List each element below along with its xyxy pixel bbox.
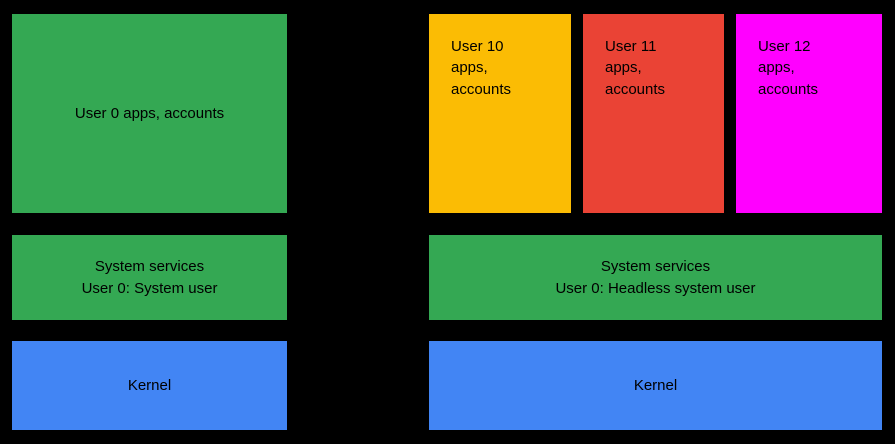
right-user10-apps-label: User 10 apps, accounts — [451, 38, 512, 98]
left-kernel-label: Kernel — [127, 376, 172, 394]
right-system-services-box: System services User 0: Headless system … — [429, 235, 882, 320]
right-kernel-label: Kernel — [633, 376, 678, 394]
right-user10-apps-box: User 10 apps, accounts — [429, 14, 571, 213]
left-user0-apps-label: User 0 apps, accounts — [74, 104, 225, 122]
right-user12-apps-box: User 12 apps, accounts — [736, 14, 882, 213]
right-system-services-label: System services User 0: Headless system … — [555, 258, 756, 297]
right-user11-apps-box: User 11 apps, accounts — [583, 14, 724, 213]
left-system-services-label: System services User 0: System user — [81, 258, 218, 297]
left-kernel-box: Kernel — [12, 341, 287, 430]
right-user12-apps-label: User 12 apps, accounts — [758, 38, 819, 98]
left-user0-apps-box: User 0 apps, accounts — [12, 14, 287, 213]
right-kernel-box: Kernel — [429, 341, 882, 430]
left-system-services-box: System services User 0: System user — [12, 235, 287, 320]
right-user11-apps-label: User 11 apps, accounts — [605, 38, 666, 98]
